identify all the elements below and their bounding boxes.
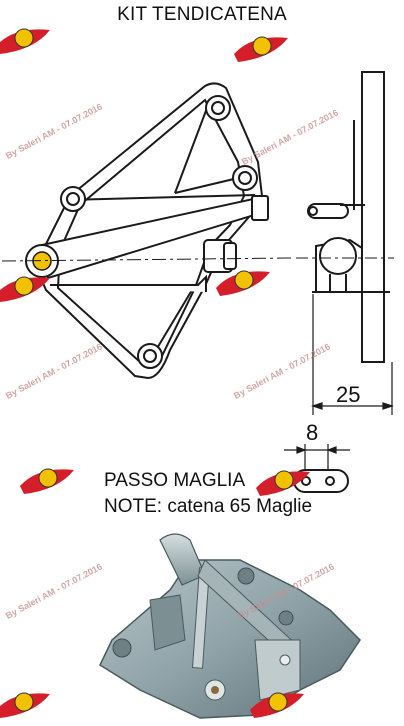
note-chain: NOTE: catena 65 Maglie	[104, 496, 313, 517]
drawing-title: KIT TENDICATENA	[117, 4, 287, 25]
brand-logo	[0, 692, 50, 718]
center-line	[1, 257, 296, 262]
dimension-8-label: 8	[306, 420, 319, 445]
bracket-holes	[60, 95, 258, 369]
note-pitch: PASSO MAGLIA	[104, 470, 246, 491]
dimension-25-label: 25	[336, 382, 361, 407]
dimension-8	[284, 444, 350, 470]
brand-logo	[234, 36, 288, 62]
brand-logo	[250, 692, 304, 718]
brand-logo	[256, 470, 310, 496]
brand-logo	[20, 468, 74, 494]
side-view	[296, 71, 394, 363]
brand-logo	[0, 28, 50, 54]
dimension-25	[311, 294, 394, 415]
brand-logo	[216, 270, 270, 296]
brand-logo	[0, 276, 50, 302]
